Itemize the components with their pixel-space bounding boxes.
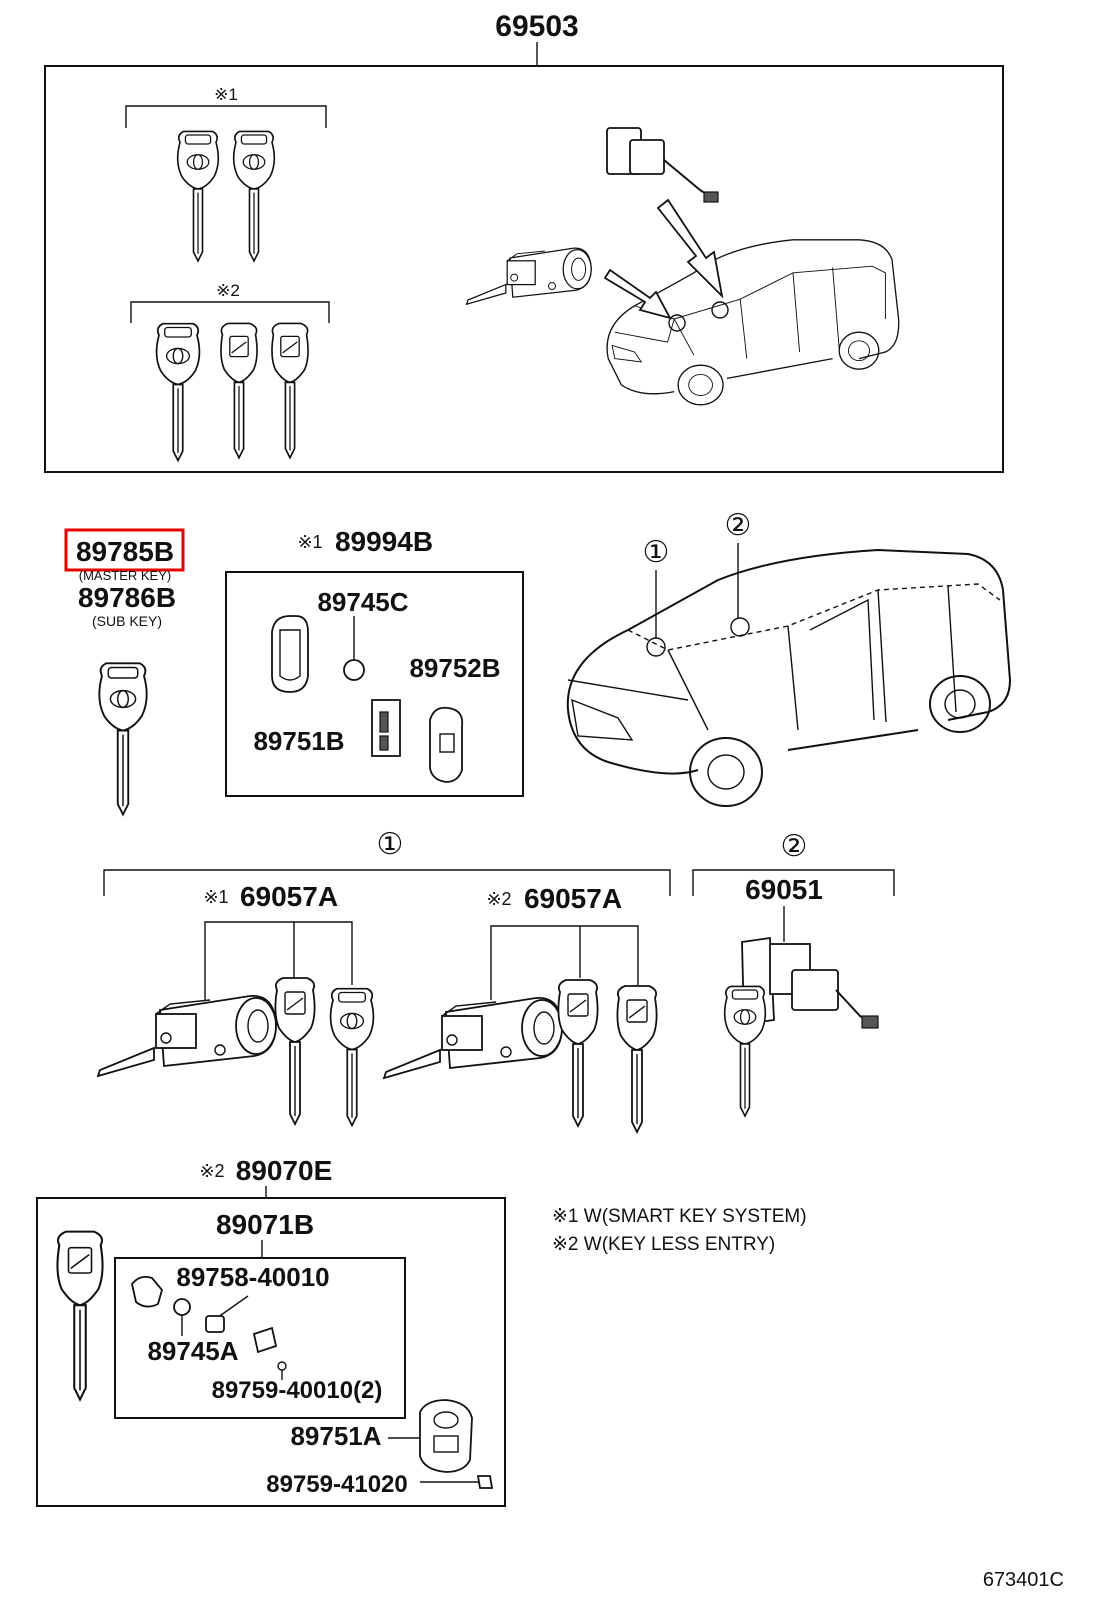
battery-cell-icon	[343, 616, 365, 681]
key-blade-insert-icon	[371, 699, 401, 757]
ref-marker-2: ②	[725, 509, 752, 542]
part-number-89751A: 89751A	[290, 1421, 381, 1451]
note-marker-1: ※1	[203, 887, 228, 907]
sub-key-label: (SUB KEY)	[92, 613, 162, 629]
key-icon	[176, 130, 276, 262]
key-icon	[155, 322, 309, 462]
note-marker-2: ※2	[216, 281, 240, 300]
part-number-69503: 69503	[495, 10, 578, 43]
remote-cover-icon	[388, 1399, 494, 1489]
bracket	[103, 869, 671, 896]
part-number-89745C: 89745C	[317, 587, 408, 617]
master-key-label: (MASTER KEY)	[79, 568, 171, 583]
part-number-89071B: 89071B	[216, 1209, 314, 1240]
part-number-89751B: 89751B	[253, 726, 344, 756]
ignition-cylinder-icon	[97, 994, 277, 1077]
bracket	[130, 301, 330, 323]
van-icon	[606, 239, 900, 406]
van-icon	[566, 548, 1012, 807]
leader-line	[490, 925, 639, 1000]
master-key-icon	[98, 662, 148, 816]
keyless-kit-box	[36, 1197, 506, 1507]
note-marker-1: ※1	[214, 85, 238, 104]
part-number-89745A: 89745A	[147, 1336, 238, 1366]
part-number-89752B: 89752B	[409, 653, 500, 683]
part-number-69057A-keyless: 69057A	[524, 883, 622, 914]
part-number-89994B: 89994B	[335, 526, 433, 557]
smart-kit-box	[225, 571, 524, 797]
note-keyless-entry: ※2 W(KEY LESS ENTRY)	[552, 1234, 775, 1255]
part-number-89070E: 89070E	[236, 1155, 333, 1186]
smart-key-case-icon	[429, 706, 464, 783]
ref-marker-1: ①	[643, 536, 670, 569]
key-icon	[557, 979, 658, 1133]
door-lock-module-icon	[606, 127, 719, 203]
part-number-89785B: 89785B	[76, 536, 174, 567]
part-number-89759-40010: 89759-40010(2)	[212, 1377, 383, 1404]
part-number-69057A: 69057A	[240, 881, 338, 912]
part-number-89758-40010: 89758-40010	[176, 1262, 329, 1292]
ref-marker-2: ②	[781, 830, 808, 863]
note-smart-key: ※1 W(SMART KEY SYSTEM)	[552, 1206, 807, 1227]
ref-marker-1: ①	[377, 828, 404, 861]
key-icon	[274, 977, 375, 1127]
battery-cell-icon	[173, 1298, 191, 1336]
assembly-box	[44, 65, 1004, 473]
case-cover-icon	[131, 1275, 249, 1333]
bracket	[692, 869, 895, 896]
ignition-cylinder-icon	[383, 996, 563, 1079]
transmitter-box	[114, 1257, 406, 1419]
circuit-board-icon	[252, 1326, 287, 1380]
highlight-box	[64, 528, 185, 572]
note-marker-1: ※1	[297, 532, 322, 552]
door-lock-cylinder-icon	[723, 936, 879, 1117]
note-marker-2: ※2	[199, 1161, 224, 1181]
note-marker-2: ※2	[486, 889, 511, 909]
key-cover-icon	[271, 615, 309, 693]
transponder-key-icon	[56, 1230, 104, 1401]
bracket	[125, 105, 327, 128]
lock-cylinder-icon	[465, 247, 592, 305]
leader-line	[204, 921, 353, 1000]
part-number-89786B: 89786B	[78, 582, 176, 613]
arrow-icon	[603, 198, 729, 332]
part-number-89759-41020: 89759-41020	[266, 1471, 407, 1498]
part-number-69051: 69051	[745, 874, 823, 905]
diagram-id: 673401C	[983, 1569, 1064, 1591]
